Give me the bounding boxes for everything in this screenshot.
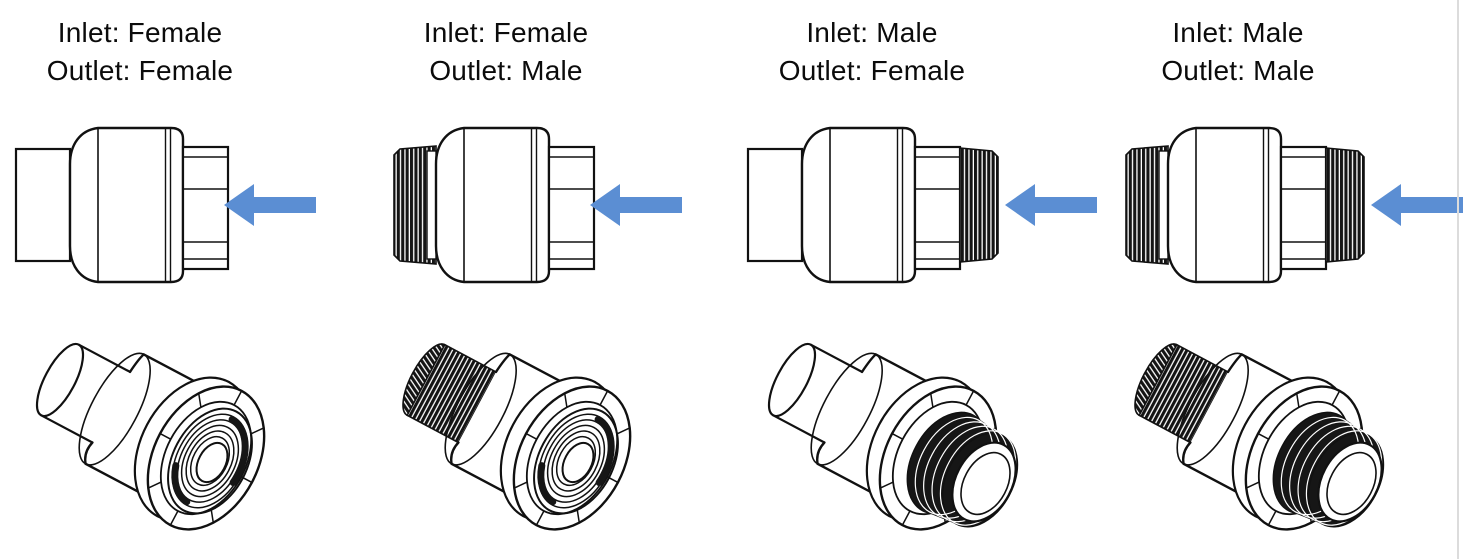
fitting-column: Inlet: Male Outlet: Male <box>1098 0 1464 543</box>
fitting-graphic <box>28 338 288 543</box>
fitting-graphic <box>14 126 318 284</box>
side-view-drawing <box>1124 126 1464 284</box>
fitting-graphic <box>1124 126 1464 284</box>
fitting-column: Inlet: Male Outlet: Female <box>732 0 1098 543</box>
outlet-label: Outlet: Female <box>46 55 234 86</box>
side-view-drawing <box>392 126 684 284</box>
side-view-drawing <box>746 126 1098 284</box>
inlet-outlet-label: Inlet: Female Outlet: Female <box>0 0 280 112</box>
outlet-label: Outlet: Female <box>778 55 966 86</box>
fitting-column: Inlet: Female Outlet: Female <box>0 0 366 543</box>
fitting-graphic <box>392 126 684 284</box>
inlet-label: Inlet: Female <box>423 17 589 48</box>
fitting-columns-grid: Inlet: Female Outlet: Female Inlet: Fema… <box>0 0 1464 543</box>
inlet-label: Inlet: Male <box>806 17 938 48</box>
outlet-label: Outlet: Male <box>1161 55 1315 86</box>
fitting-column: Inlet: Female Outlet: Male <box>366 0 732 543</box>
side-view-drawing <box>14 126 318 284</box>
fitting-graphic <box>394 338 654 543</box>
inlet-outlet-label: Inlet: Female Outlet: Male <box>366 0 646 112</box>
outlet-label: Outlet: Male <box>429 55 583 86</box>
inlet-label: Inlet: Female <box>57 17 223 48</box>
fitting-graphic <box>760 338 1033 543</box>
fitting-graphic <box>746 126 1098 284</box>
isometric-view-drawing <box>0 308 366 543</box>
inlet-outlet-label: Inlet: Male Outlet: Female <box>732 0 1012 112</box>
isometric-view-drawing <box>366 308 732 543</box>
isometric-view-drawing <box>1098 308 1464 543</box>
inlet-label: Inlet: Male <box>1172 17 1304 48</box>
fitting-graphic <box>1126 338 1399 543</box>
isometric-view-drawing <box>732 308 1098 543</box>
inlet-outlet-label: Inlet: Male Outlet: Male <box>1098 0 1378 112</box>
slide-edge-line <box>1457 0 1459 559</box>
